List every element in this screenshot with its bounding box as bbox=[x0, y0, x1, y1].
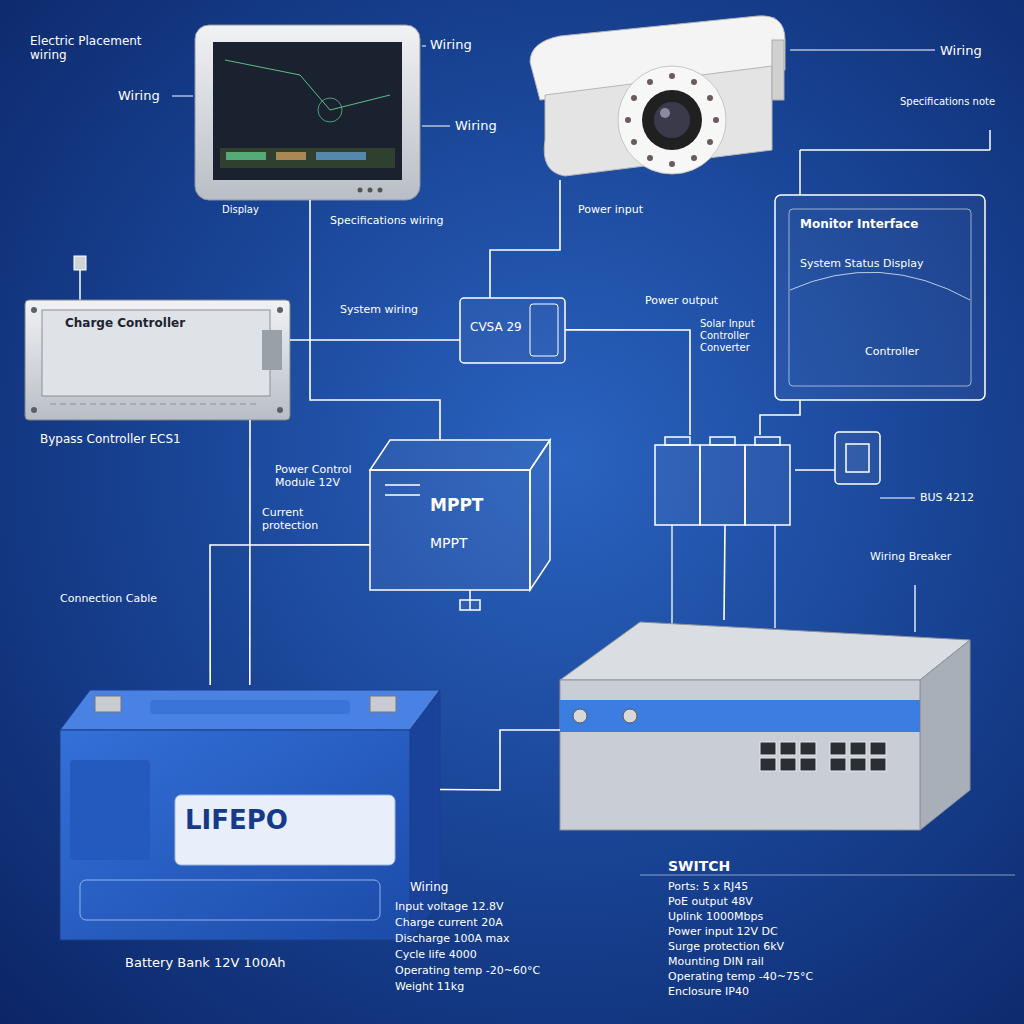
text-label: Charge Controller bbox=[65, 316, 255, 330]
text-label: PoE output 48V bbox=[668, 895, 988, 908]
text-label: Battery Bank 12V 100Ah bbox=[125, 955, 375, 971]
text-label: Cycle life 4000 bbox=[395, 948, 635, 961]
text-label: CVSA 29 bbox=[470, 320, 538, 334]
text-label: Mounting DIN rail bbox=[668, 955, 988, 968]
text-label: Specifications wiring bbox=[330, 214, 455, 227]
text-label: LIFEPO bbox=[185, 805, 395, 836]
monitor-interface: Monitor InterfaceSystem Status DisplayCo… bbox=[775, 195, 985, 400]
connector-line bbox=[249, 420, 251, 685]
mppt-unit: MPPT MPPT bbox=[370, 440, 550, 595]
switch-drawing bbox=[560, 622, 970, 830]
text-label: Input voltage 12.8V bbox=[395, 900, 635, 913]
text-label: Weight 11kg bbox=[395, 980, 635, 993]
text-label: Surge protection 6kV bbox=[668, 940, 988, 953]
text-label: Power Control Module 12V bbox=[275, 463, 365, 489]
text-label: Enclosure IP40 bbox=[668, 985, 988, 998]
panel-drawing bbox=[775, 130, 990, 400]
text-label: Wiring bbox=[940, 43, 1010, 59]
lifepo-battery: LIFEPO bbox=[55, 685, 440, 940]
connector-line bbox=[440, 730, 560, 790]
text-label: Wiring bbox=[430, 37, 500, 53]
text-label: Operating temp -20~60°C bbox=[395, 964, 635, 977]
connector-line bbox=[724, 525, 725, 620]
text-label: Wiring Breaker bbox=[870, 550, 970, 563]
text-label: Operating temp -40~75°C bbox=[668, 970, 988, 983]
text-label: Wiring bbox=[118, 88, 170, 104]
junction-drawing bbox=[460, 298, 565, 363]
text-label: Current protection bbox=[262, 506, 362, 532]
text-label: Bypass Controller ECS1 bbox=[40, 432, 235, 446]
text-label: MPPT bbox=[430, 535, 520, 552]
text-label: Solar Input Controller Converter bbox=[700, 318, 772, 354]
text-label: Electric Placement wiring bbox=[30, 34, 180, 63]
breaker-block: BUS 4212 bbox=[655, 435, 795, 525]
text-label: Uplink 1000Mbps bbox=[668, 910, 988, 923]
text-label: BUS 4212 bbox=[920, 491, 1000, 504]
text-label: Charge current 20A bbox=[395, 916, 635, 929]
monitor-unit: Wiring bbox=[195, 25, 420, 200]
text-label: Display bbox=[222, 204, 292, 216]
text-label: Monitor Interface bbox=[800, 217, 965, 231]
text-label: Ports: 5 x RJ45 bbox=[668, 880, 988, 893]
connector-line bbox=[310, 200, 440, 440]
leader-lines bbox=[172, 46, 1015, 875]
text-label: Power input 12V DC bbox=[668, 925, 988, 938]
text-label: Power output bbox=[645, 294, 745, 307]
monitor-drawing bbox=[195, 25, 420, 200]
text-label: Discharge 100A max bbox=[395, 932, 635, 945]
text-label: System wiring bbox=[340, 303, 450, 316]
connector-line bbox=[565, 330, 690, 435]
text-label: Wiring bbox=[410, 880, 490, 894]
text-label: Connection Cable bbox=[60, 592, 170, 605]
controller-drawing bbox=[25, 256, 290, 420]
text-label: System Status Display bbox=[800, 257, 965, 270]
camera-unit: Wiring bbox=[510, 15, 785, 180]
connector-line bbox=[490, 180, 560, 298]
camera-drawing bbox=[530, 16, 785, 176]
mppt-drawing bbox=[370, 440, 550, 610]
breaker-drawing bbox=[655, 432, 915, 525]
connector-line bbox=[210, 545, 370, 685]
charge-controller: Charge ControllerBypass Controller ECS1 bbox=[25, 300, 290, 420]
network-switch: Wiring Breaker bbox=[560, 620, 970, 830]
connector-line bbox=[760, 400, 800, 435]
text-label: Power input bbox=[578, 203, 668, 216]
junction-box: CVSA 29 bbox=[460, 298, 565, 363]
battery-drawing bbox=[60, 690, 440, 940]
text-label: Specifications note bbox=[900, 96, 1015, 108]
text-label: MPPT bbox=[430, 495, 520, 515]
text-label: Wiring bbox=[455, 118, 515, 134]
wire-lines bbox=[672, 525, 915, 632]
text-label: Controller bbox=[865, 345, 965, 358]
connector-line bbox=[290, 339, 460, 341]
text-label: SWITCH bbox=[668, 858, 818, 875]
